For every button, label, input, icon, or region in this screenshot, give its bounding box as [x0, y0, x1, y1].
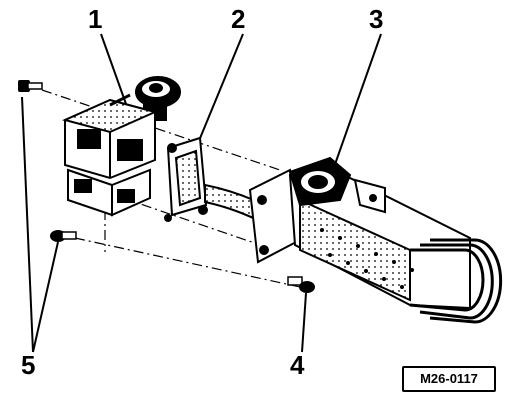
gasket-part-2	[164, 136, 208, 222]
alignment-lines	[41, 89, 301, 288]
bolt-part-4	[287, 276, 315, 293]
callout-3: 3	[369, 4, 384, 34]
callout-1: 1	[88, 4, 103, 34]
callout-2: 2	[231, 4, 246, 34]
callout-4: 4	[290, 350, 305, 380]
bolt-upper	[18, 80, 43, 92]
callout-5: 5	[21, 350, 36, 380]
leader-lines	[21, 33, 382, 353]
cooler-part-3	[204, 156, 503, 324]
bolt-lower	[50, 230, 77, 242]
figure-code-label: M26-0117	[402, 366, 496, 392]
valve-part-1	[62, 76, 181, 217]
